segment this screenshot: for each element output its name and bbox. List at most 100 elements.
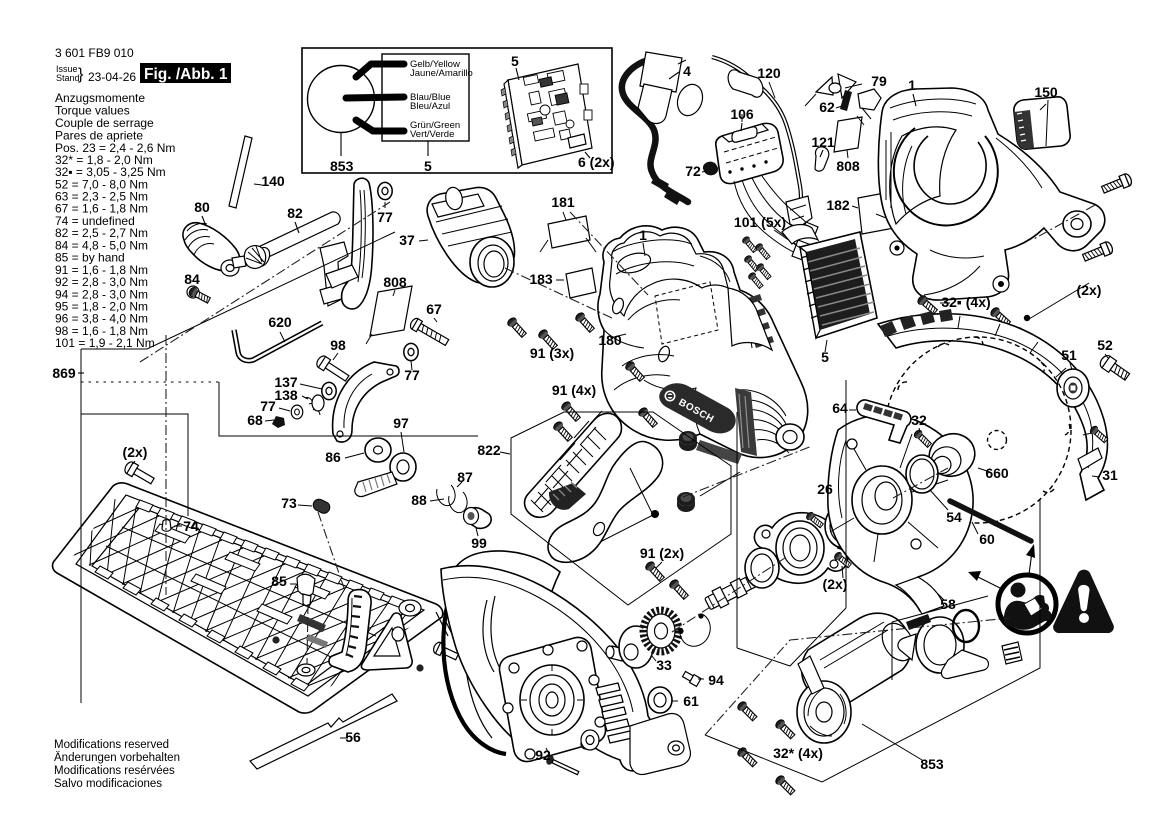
svg-text:Stand: Stand [56, 73, 80, 83]
svg-text:620: 620 [268, 314, 292, 330]
svg-text:180: 180 [598, 332, 622, 348]
svg-text:98 = 1,6 - 1,8 Nm: 98 = 1,6 - 1,8 Nm [55, 324, 148, 338]
svg-text:86: 86 [325, 449, 341, 465]
svg-text:853: 853 [920, 756, 944, 772]
svg-text:60: 60 [979, 531, 995, 547]
svg-text:660: 660 [985, 465, 1009, 481]
svg-text:91 (3x): 91 (3x) [530, 345, 574, 361]
svg-text:23-04-26: 23-04-26 [88, 70, 136, 84]
svg-text:101 = 1,9 - 2,1 Nm: 101 = 1,9 - 2,1 Nm [55, 336, 155, 350]
svg-text:91 (4x): 91 (4x) [552, 382, 596, 398]
svg-text:85: 85 [271, 573, 287, 589]
svg-text:33: 33 [656, 657, 672, 673]
svg-text:Issue: Issue [56, 64, 78, 74]
svg-text:6 (2x): 6 (2x) [578, 154, 615, 170]
svg-text:82 = 2,5 - 2,7 Nm: 82 = 2,5 - 2,7 Nm [55, 226, 148, 240]
svg-text:5: 5 [511, 53, 519, 69]
svg-text:97: 97 [393, 415, 409, 431]
svg-text:869: 869 [52, 365, 76, 381]
svg-text:72: 72 [685, 163, 701, 179]
svg-text:140: 140 [261, 173, 285, 189]
svg-text:62: 62 [819, 99, 835, 115]
svg-text:32* = 1,8 - 2,0 Nm: 32* = 1,8 - 2,0 Nm [55, 153, 153, 167]
svg-text:67 = 1,6 - 1,8 Nm: 67 = 1,6 - 1,8 Nm [55, 202, 148, 216]
svg-text:5: 5 [821, 349, 829, 365]
svg-text:84 = 4,8 - 5,0 Nm: 84 = 4,8 - 5,0 Nm [55, 239, 148, 253]
svg-text:92: 92 [535, 747, 551, 763]
svg-text:32▪ (4x): 32▪ (4x) [941, 294, 990, 310]
svg-text:Änderungen vorbehalten: Änderungen vorbehalten [54, 752, 180, 764]
svg-text:}: } [78, 66, 84, 83]
svg-text:Pares de apriete: Pares de apriete [55, 129, 143, 143]
svg-text:91 (2x): 91 (2x) [640, 545, 684, 561]
svg-text:808: 808 [836, 158, 860, 174]
svg-text:Bleu/Azul: Bleu/Azul [410, 101, 450, 112]
svg-text:101 (5x): 101 (5x) [734, 214, 786, 230]
svg-text:Modifications resérvées: Modifications resérvées [54, 765, 175, 777]
svg-text:98: 98 [330, 337, 346, 353]
svg-text:79: 79 [871, 73, 887, 89]
svg-text:37: 37 [399, 232, 415, 248]
svg-text:Pos. 23 = 2,4 - 2,6 Nm: Pos. 23 = 2,4 - 2,6 Nm [55, 141, 175, 155]
svg-text:94: 94 [708, 672, 724, 688]
svg-text:Modifications reserved: Modifications reserved [54, 739, 169, 751]
svg-text:(2x): (2x) [1077, 282, 1102, 298]
svg-text:150: 150 [1034, 84, 1058, 100]
svg-text:88: 88 [411, 492, 427, 508]
svg-text:63 = 2,3 - 2,5 Nm: 63 = 2,3 - 2,5 Nm [55, 190, 148, 204]
svg-text:52: 52 [1097, 337, 1113, 353]
svg-text:58: 58 [940, 596, 956, 612]
svg-text:Torque values: Torque values [55, 104, 130, 118]
svg-text:85 = by hand: 85 = by hand [55, 251, 125, 265]
svg-text:54: 54 [946, 509, 962, 525]
svg-text:182: 182 [826, 197, 850, 213]
svg-text:32: 32 [911, 412, 927, 428]
svg-text:1: 1 [908, 77, 916, 93]
svg-text:99: 99 [471, 535, 487, 551]
svg-text:52 = 7,0 - 8,0 Nm: 52 = 7,0 - 8,0 Nm [55, 178, 148, 192]
svg-text:77: 77 [377, 209, 393, 225]
svg-text:106: 106 [730, 106, 754, 122]
svg-text:Jaune/Amarillo: Jaune/Amarillo [410, 68, 473, 79]
svg-text:137: 137 [274, 374, 298, 390]
svg-text:32▪ = 3,05 - 3,25 Nm: 32▪ = 3,05 - 3,25 Nm [55, 165, 166, 179]
svg-text:74 = undefined: 74 = undefined [55, 214, 135, 228]
svg-text:73: 73 [281, 495, 297, 511]
svg-text:87: 87 [457, 469, 473, 485]
svg-text:120: 120 [757, 65, 781, 81]
svg-text:61: 61 [683, 693, 699, 709]
svg-text:74: 74 [183, 518, 199, 534]
svg-text:808: 808 [383, 274, 407, 290]
svg-text:Fig. /Abb. 1: Fig. /Abb. 1 [144, 66, 228, 83]
svg-text:Blau/Blue: Blau/Blue [410, 92, 451, 103]
svg-text:51: 51 [1061, 347, 1077, 363]
svg-text:183: 183 [529, 271, 553, 287]
svg-text:(2x): (2x) [823, 576, 848, 592]
svg-text:4: 4 [683, 63, 691, 79]
svg-text:91 = 1,6 - 1,8 Nm: 91 = 1,6 - 1,8 Nm [55, 263, 148, 277]
svg-text:92 = 2,8 - 3,0 Nm: 92 = 2,8 - 3,0 Nm [55, 275, 148, 289]
svg-text:1: 1 [639, 227, 647, 243]
svg-text:138: 138 [274, 387, 298, 403]
svg-text:31: 31 [1102, 467, 1118, 483]
svg-text:77: 77 [404, 367, 420, 383]
svg-text:56: 56 [345, 729, 361, 745]
svg-text:121: 121 [811, 134, 835, 150]
svg-text:Grün/Green: Grün/Green [410, 120, 460, 131]
svg-text:Anzugsmomente: Anzugsmomente [55, 91, 145, 105]
svg-text:Gelb/Yellow: Gelb/Yellow [410, 59, 460, 70]
svg-text:67: 67 [426, 301, 442, 317]
svg-text:80: 80 [194, 199, 210, 215]
svg-text:32* (4x): 32* (4x) [773, 745, 823, 761]
svg-text:95 = 1,8 - 2,0 Nm: 95 = 1,8 - 2,0 Nm [55, 300, 148, 314]
svg-text:5: 5 [424, 158, 432, 174]
svg-text:26: 26 [817, 481, 833, 497]
svg-text:822: 822 [477, 442, 501, 458]
svg-text:853: 853 [330, 158, 354, 174]
svg-text:94 = 2,8 - 3,0 Nm: 94 = 2,8 - 3,0 Nm [55, 288, 148, 302]
svg-text:Vert/Verde: Vert/Verde [410, 129, 454, 140]
svg-text:3 601 FB9 010: 3 601 FB9 010 [55, 46, 134, 60]
svg-text:96 = 3,8 - 4,0 Nm: 96 = 3,8 - 4,0 Nm [55, 312, 148, 326]
svg-text:Couple de serrage: Couple de serrage [55, 116, 154, 130]
svg-text:84: 84 [184, 271, 200, 287]
